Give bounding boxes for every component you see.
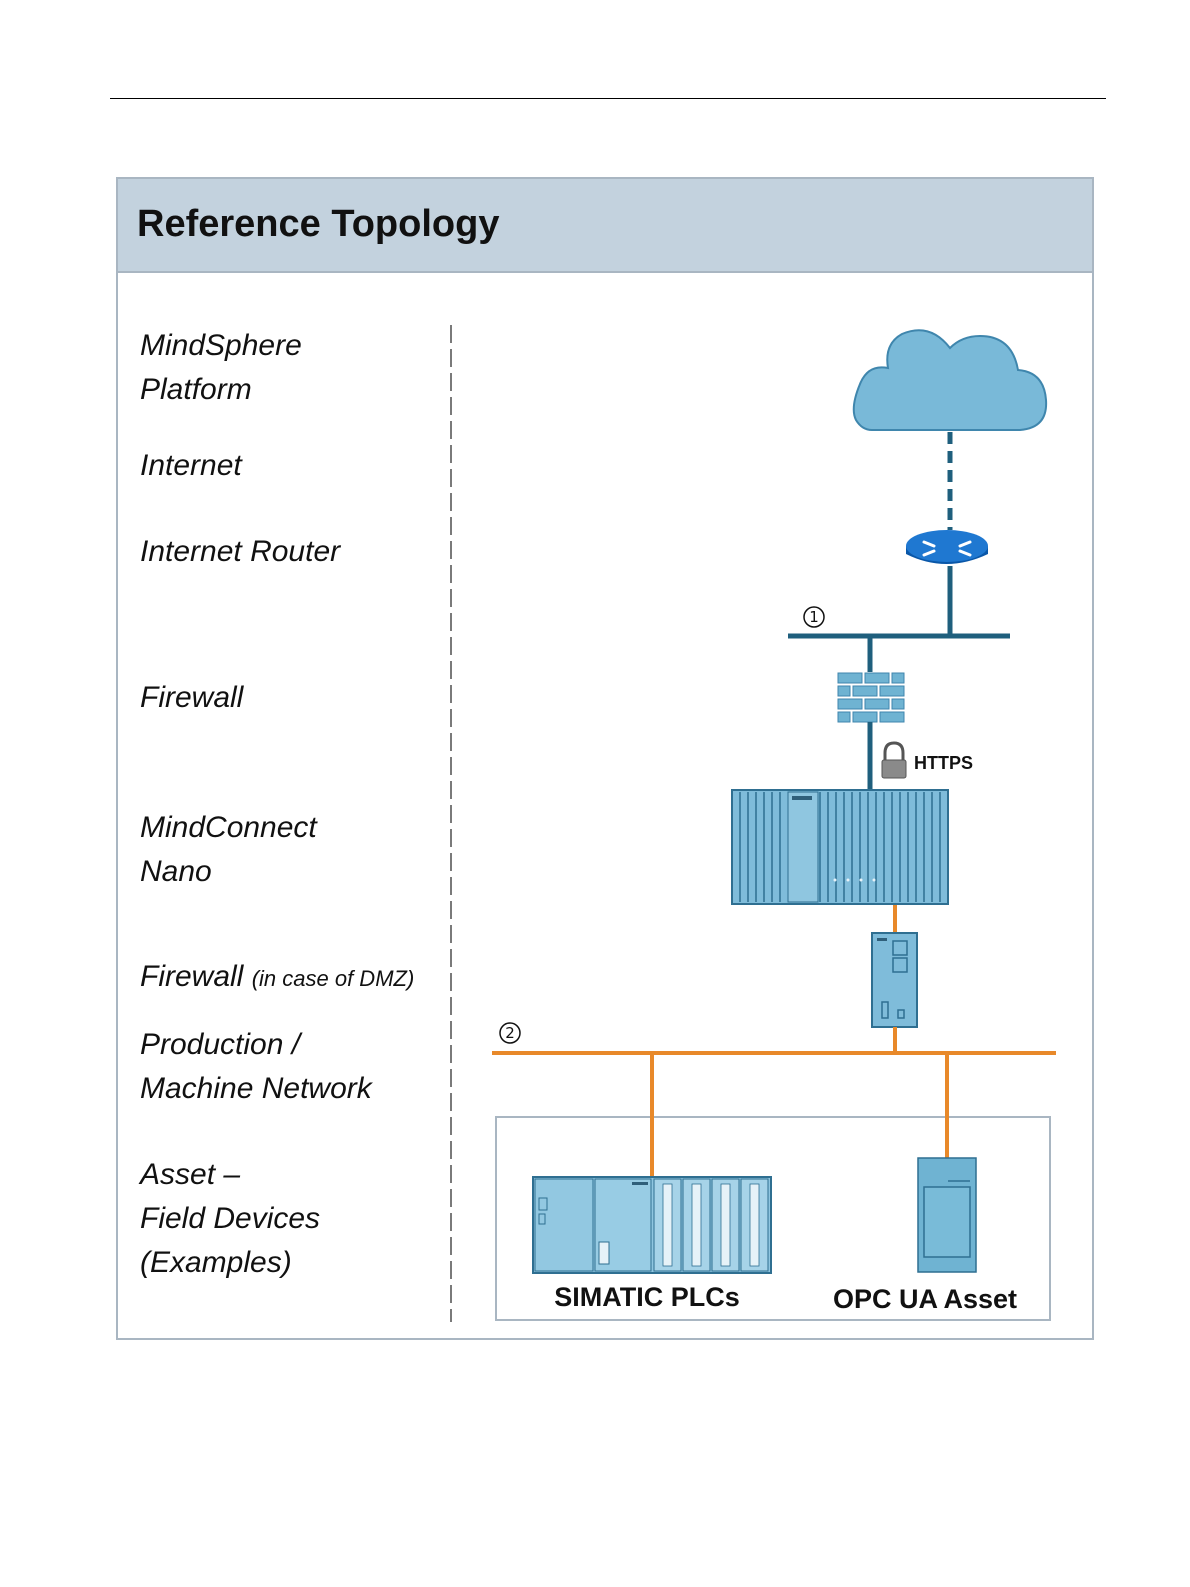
marker-2-label: 2 [505,1024,515,1042]
https-label: HTTPS [914,753,973,773]
marker-2: 2 [500,1023,520,1043]
marker-1-label: 1 [809,608,819,626]
router-icon [906,530,988,564]
plc-io-slot [663,1184,672,1266]
plc-io-slot [750,1184,759,1266]
lock-icon [882,743,906,778]
opc-ua-asset-device [918,1158,976,1272]
mindconnect-nano-device [732,790,948,904]
marker-1: 1 [804,607,824,627]
firewall-icon [838,672,904,722]
simatic-plc-device [533,1177,771,1273]
plc-io-slot [721,1184,730,1266]
dmz-firewall-device [872,933,917,1027]
opc-label: OPC UA Asset [833,1284,1017,1314]
cloud-icon [854,330,1046,430]
plc-label: SIMATIC PLCs [554,1282,740,1312]
plc-io-slot [692,1184,701,1266]
